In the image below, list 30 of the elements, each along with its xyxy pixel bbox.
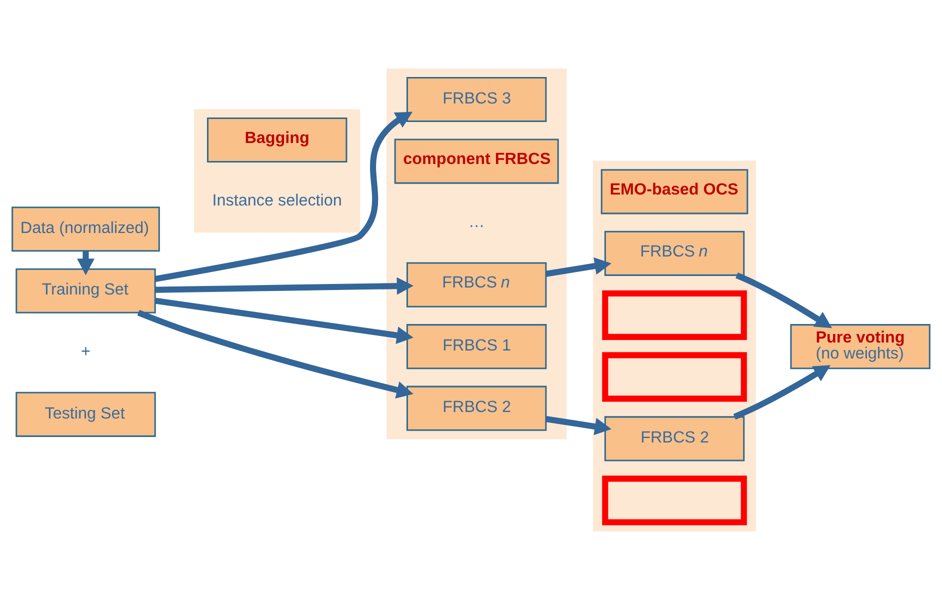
arrow: [546, 416, 612, 436]
node-cross: [602, 290, 747, 340]
label: +: [81, 342, 90, 360]
arrow: [546, 257, 612, 277]
arrow: [154, 298, 414, 344]
label: Instance selection: [212, 192, 342, 210]
node-box: FRBCS 2: [406, 386, 547, 431]
arrow: [77, 251, 94, 276]
node-box: Bagging: [207, 118, 348, 163]
node-box: FRBCS n: [406, 262, 547, 308]
node-box: Data (normalized): [12, 206, 160, 252]
cluster: [386, 68, 567, 440]
arrow: [736, 272, 832, 328]
node-box: FRBCS n: [604, 230, 745, 276]
arrow: [733, 365, 831, 420]
node-box: Pure voting (no weights): [790, 324, 930, 370]
arrow: [155, 277, 414, 295]
arrow: [154, 112, 413, 282]
node-box: FRBCS 3: [406, 77, 547, 122]
node-box: FRBCS 2: [604, 416, 745, 462]
node-box: component FRBCS: [394, 138, 559, 184]
node-cross: [602, 352, 747, 402]
node-cross: [602, 476, 747, 526]
cluster: [194, 109, 360, 233]
node-box: EMO-based OCS: [600, 169, 748, 214]
label: …: [468, 212, 485, 231]
node-box: Training Set: [16, 268, 156, 314]
node-box: FRBCS 1: [406, 324, 547, 370]
node-box: Testing Set: [16, 392, 156, 437]
arrow: [137, 310, 414, 399]
